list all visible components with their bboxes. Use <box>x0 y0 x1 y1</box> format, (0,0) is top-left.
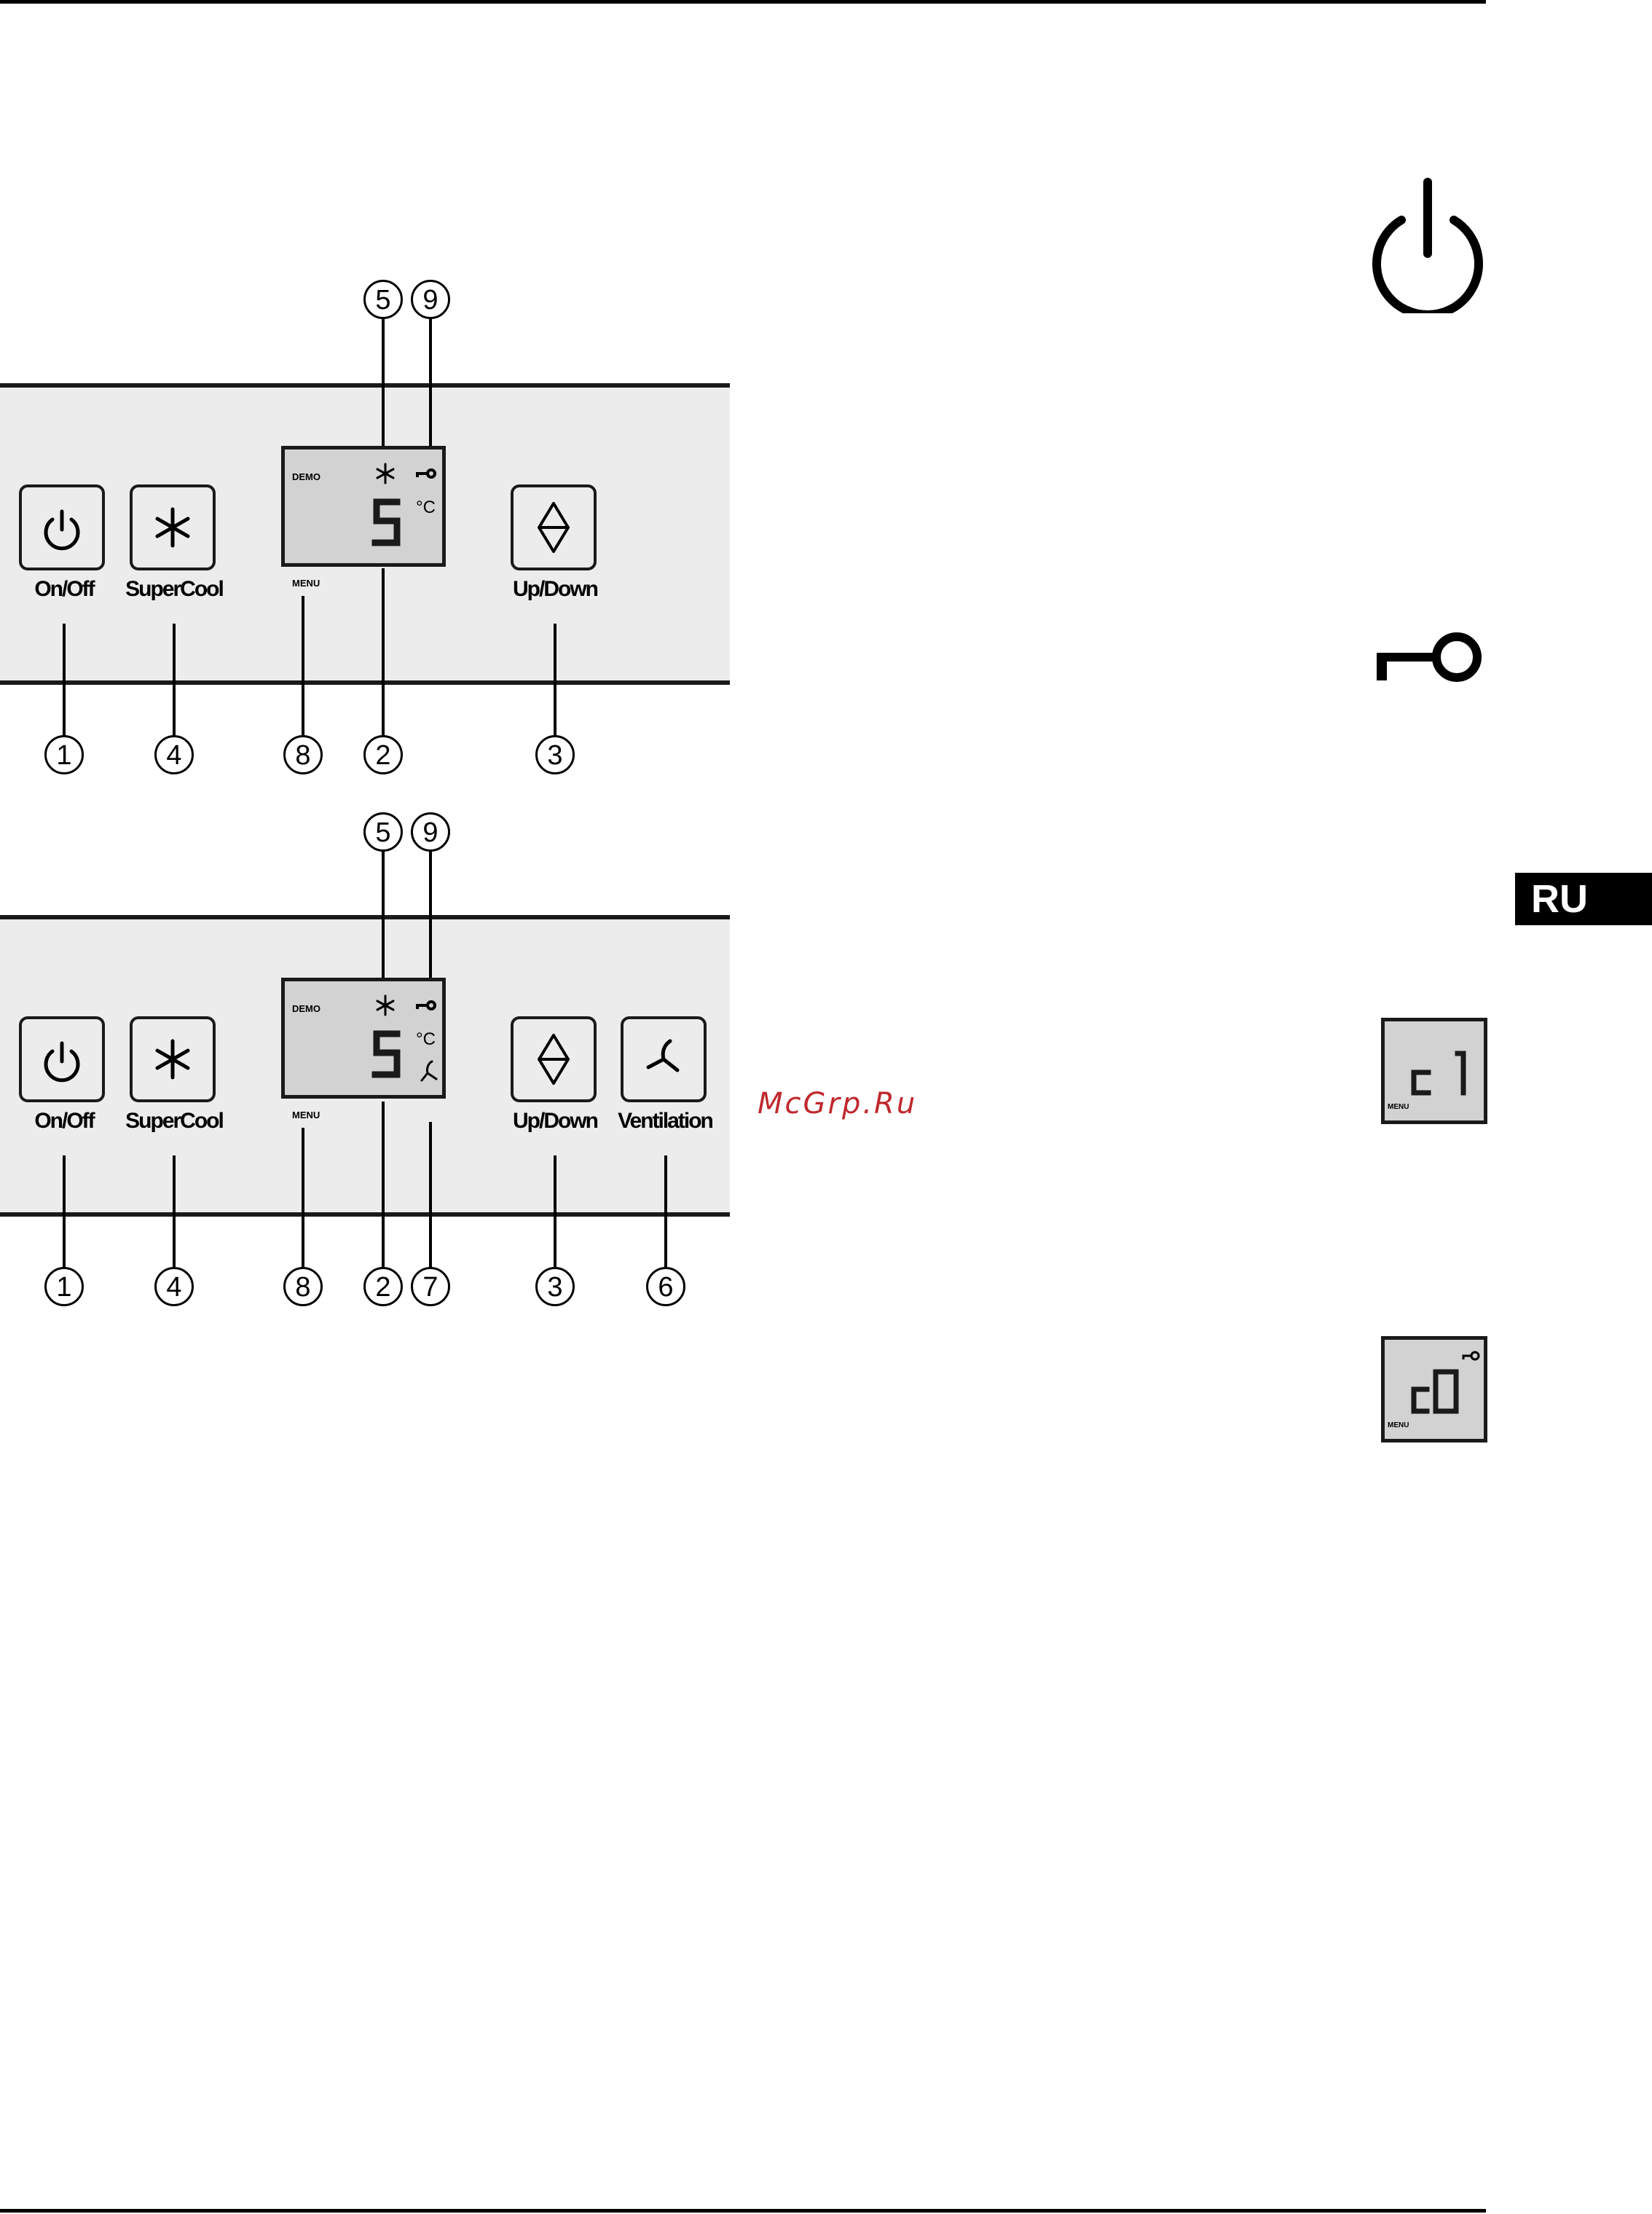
watermark: McGrp.Ru <box>758 1087 917 1120</box>
lcd-snowflake-icon <box>377 464 393 483</box>
callout-2b: 2 <box>363 1267 403 1306</box>
lcd-display-b: DEMO MENU °C <box>281 978 446 1099</box>
on-off-button[interactable] <box>19 484 105 570</box>
power-icon <box>1369 175 1486 313</box>
callout-9b: 9 <box>411 812 450 852</box>
leader-8a <box>302 596 304 737</box>
language-badge: RU <box>1515 873 1652 925</box>
lcd-snowflake-icon <box>377 996 393 1015</box>
lcd-c1-icon: MENU <box>1381 1018 1487 1124</box>
up-down-icon <box>539 1035 568 1083</box>
leader-3a <box>554 624 556 737</box>
snowflake-icon <box>157 509 188 546</box>
leader-4a <box>173 624 176 737</box>
callout-3b: 3 <box>535 1267 575 1306</box>
callout-1a: 1 <box>44 735 84 774</box>
callout-7b: 7 <box>411 1267 450 1306</box>
lcd-key-icon <box>417 470 435 477</box>
up-down-label: Up/Down <box>482 577 628 602</box>
leader-8b <box>302 1128 304 1269</box>
supercool-button-b[interactable] <box>130 1016 216 1102</box>
leader-2b <box>382 1102 385 1269</box>
leader-2a <box>382 568 385 737</box>
key-lock-icon <box>1375 628 1484 686</box>
supercool-button[interactable] <box>130 484 216 570</box>
temperature-digit <box>375 1034 397 1075</box>
supercool-label: SuperCool <box>101 577 247 602</box>
ventilation-button[interactable] <box>621 1016 707 1102</box>
callout-5a: 5 <box>363 280 403 319</box>
lcd-fan-icon <box>422 1061 436 1080</box>
supercool-label-b: SuperCool <box>101 1109 247 1134</box>
menu-label-b: MENU <box>292 1110 320 1120</box>
callout-5b: 5 <box>363 812 403 852</box>
leader-3b <box>554 1155 556 1269</box>
callout-8b: 8 <box>283 1267 323 1306</box>
snowflake-icon <box>157 1041 188 1077</box>
ventilation-label: Ventilation <box>592 1109 738 1134</box>
lcd-key-icon <box>417 1002 435 1009</box>
leader-1a <box>63 624 66 737</box>
callout-9a: 9 <box>411 280 450 319</box>
mini-menu-label-c0: MENU <box>1388 1421 1409 1429</box>
bottom-rule <box>0 2209 1486 2213</box>
callout-2a: 2 <box>363 735 403 774</box>
callout-6b: 6 <box>646 1267 685 1306</box>
callout-3a: 3 <box>535 735 575 774</box>
callout-4a: 4 <box>154 735 194 774</box>
leader-7b <box>429 1122 432 1269</box>
on-off-button-b[interactable] <box>19 1016 105 1102</box>
menu-label: MENU <box>292 578 320 589</box>
temperature-digit <box>375 502 397 543</box>
mini-menu-label: MENU <box>1388 1103 1409 1111</box>
up-down-button[interactable] <box>511 484 597 570</box>
callout-4b: 4 <box>154 1267 194 1306</box>
leader-4b <box>173 1155 176 1269</box>
callout-8a: 8 <box>283 735 323 774</box>
power-icon <box>46 1043 78 1080</box>
power-icon <box>46 511 78 549</box>
callout-1b: 1 <box>44 1267 84 1306</box>
up-down-icon <box>539 503 568 551</box>
lcd-c0-icon: MENU <box>1381 1336 1487 1442</box>
up-down-button-b[interactable] <box>511 1016 597 1102</box>
lcd-display-a: DEMO MENU °C <box>281 446 446 567</box>
leader-6b <box>664 1155 667 1269</box>
fan-icon <box>648 1041 677 1070</box>
leader-1b <box>63 1155 66 1269</box>
top-rule <box>0 0 1486 4</box>
